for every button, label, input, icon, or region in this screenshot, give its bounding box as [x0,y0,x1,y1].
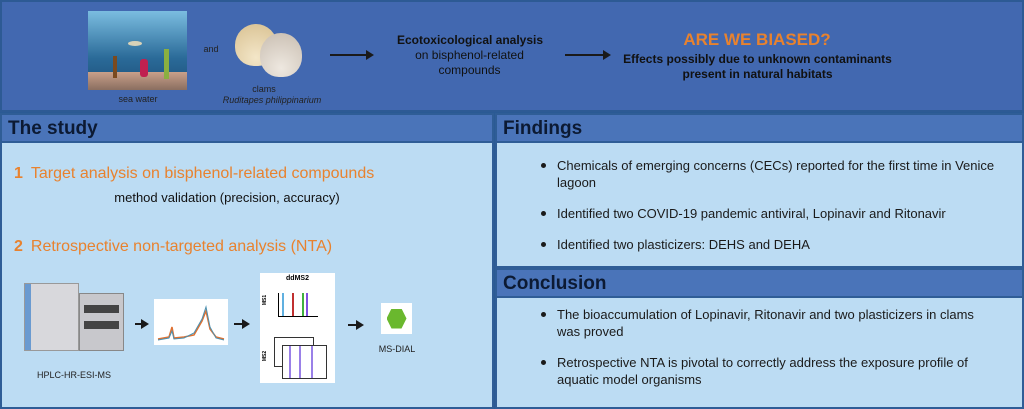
species-label: Ruditapes philippinarium [222,95,322,105]
arrow-icon [330,50,374,60]
arrow-icon [565,50,611,60]
conclusion-item: The bioaccumulation of Lopinavir, Ritona… [535,306,985,340]
study-title: The study [2,115,492,143]
arrow-icon [234,319,250,329]
and-label: and [203,44,219,54]
step2-title: Retrospective non-targeted analysis (NTA… [30,238,333,255]
eco-subtitle: on bisphenol-related compounds [415,48,524,77]
findings-title: Findings [497,115,1022,143]
effects-text: Effects possibly due to unknown contamin… [623,52,892,81]
ms-dial-logo-icon [381,303,412,334]
clam-shell-icon [260,33,302,77]
instrument-label: HPLC-HR-ESI-MS [36,370,111,380]
clams-label: clams [252,84,276,94]
ms1-label: MS1 [262,294,269,306]
hplc-instrument-illustration [24,283,124,353]
conclusion-item: Retrospective NTA is pivotal to correctl… [535,354,985,388]
eco-title: Ecotoxicological analysis [396,33,544,47]
conclusion-panel: Conclusion The bioaccumulation of Lopina… [495,268,1024,409]
ms2-label: MS2 [262,350,269,362]
conclusion-title: Conclusion [497,270,1022,298]
ddms2-diagram: ddMS2 MS1 MS2 [260,273,335,383]
arrow-icon [348,320,364,330]
study-panel: The study 1 Target analysis on bisphenol-… [0,113,494,409]
ms-dial-label: MS-DIAL [378,344,416,354]
arrow-icon [135,319,149,329]
finding-item: Identified two plasticizers: DEHS and DE… [535,236,1005,253]
step2-number: 2 [14,238,23,255]
finding-item: Chemicals of emerging concerns (CECs) re… [535,157,1005,191]
top-banner: sea water and clams Ruditapes philippina… [0,0,1024,112]
findings-panel: Findings Chemicals of emerging concerns … [495,113,1024,268]
step1-number: 1 [14,165,23,182]
finding-item: Identified two COVID-19 pandemic antivir… [535,205,1005,222]
ddms2-label: ddMS2 [286,275,309,282]
step1-title: Target analysis on bisphenol-related com… [30,165,375,182]
step1-subtitle: method validation (precision, accuracy) [114,190,340,205]
sea-water-illustration [88,11,187,90]
chromatogram-image [154,299,228,345]
sea-water-label: sea water [118,94,158,104]
question-title: ARE WE BIASED? [683,30,831,49]
